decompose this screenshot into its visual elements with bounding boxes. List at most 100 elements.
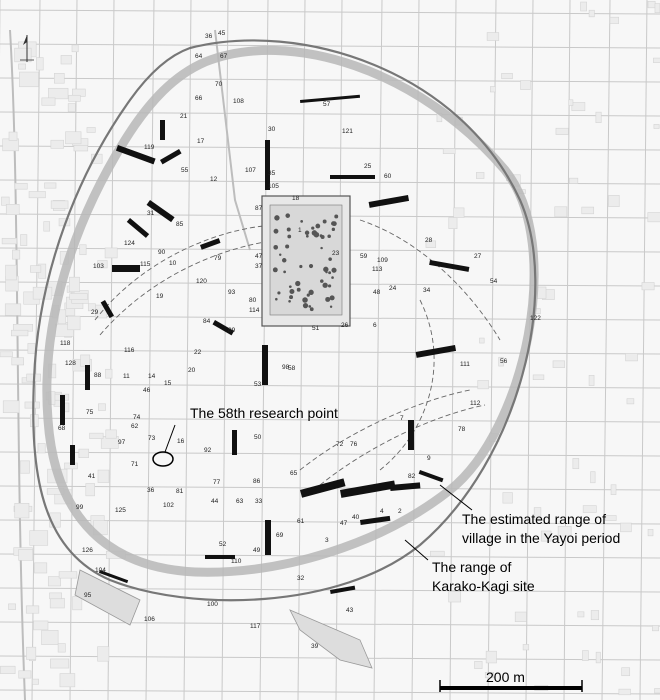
building-block <box>653 124 660 129</box>
research-point-label: 59 <box>360 253 368 260</box>
pit-feature <box>322 219 327 224</box>
street-line <box>0 519 660 525</box>
building-block <box>85 483 95 497</box>
research-point-label: 19 <box>156 293 164 300</box>
pit-feature <box>295 280 301 287</box>
building-block <box>33 620 49 631</box>
building-block <box>604 515 617 521</box>
scale-bar-label: 200 m <box>486 669 525 685</box>
building-block <box>67 103 76 112</box>
research-point-label: 15 <box>164 380 172 387</box>
building-block <box>609 16 619 24</box>
building-block <box>608 195 620 207</box>
scale-bar: 200 m <box>439 669 583 692</box>
pit-feature <box>315 223 321 229</box>
building-block <box>36 57 44 71</box>
building-block <box>555 127 569 135</box>
excavation-trench <box>330 175 375 179</box>
excavation-trench <box>330 585 356 594</box>
pit-feature <box>299 264 303 269</box>
building-block <box>0 351 13 358</box>
building-block <box>69 276 80 292</box>
moat-line <box>319 404 486 486</box>
excavation-trench <box>390 482 421 491</box>
research-point-label: 63 <box>236 498 244 505</box>
excavation-trench <box>112 265 140 272</box>
building-block <box>537 286 547 299</box>
research-point-label: 31 <box>147 210 155 217</box>
research-point-label: 1 <box>298 227 302 234</box>
excavation-trench <box>212 320 235 336</box>
pit-feature <box>288 299 291 303</box>
research-point-label: 72 <box>336 441 344 448</box>
research-point-label: 76 <box>350 441 358 448</box>
research-point-label: 27 <box>474 253 482 260</box>
research-point-label: 71 <box>131 461 139 468</box>
building-block <box>588 375 595 386</box>
building-block <box>2 400 20 414</box>
building-block <box>0 665 16 674</box>
research-point-label: 97 <box>118 439 126 446</box>
excavation-trench <box>360 515 391 525</box>
research-point-label: 33 <box>255 498 263 505</box>
research-point-label: 115 <box>140 261 151 268</box>
building-block <box>582 505 597 513</box>
excavation-trench <box>340 480 396 498</box>
building-block <box>625 353 638 362</box>
research-point-label: 112 <box>470 400 481 407</box>
river-channel <box>289 609 373 669</box>
pit-feature <box>272 267 278 273</box>
building-block <box>26 646 37 660</box>
research-point-label: 26 <box>341 322 349 329</box>
building-block <box>522 644 530 651</box>
building-block <box>498 356 504 367</box>
research-point-label: 29 <box>91 309 99 316</box>
research-point-label: 119 <box>144 144 155 151</box>
building-block <box>4 303 22 316</box>
research-point-label: 10 <box>169 260 177 267</box>
building-block <box>41 630 59 645</box>
pit-feature <box>283 270 287 274</box>
research-point-label: 92 <box>204 447 212 454</box>
building-block <box>572 458 580 470</box>
building-block <box>67 315 81 331</box>
street-line <box>0 417 660 423</box>
research-point-label: 86 <box>253 478 261 485</box>
research-point-label: 25 <box>364 163 372 170</box>
research-point-label: 78 <box>458 426 466 433</box>
research-point-label: 23 <box>332 250 340 257</box>
building-block <box>430 550 445 557</box>
building-block <box>477 380 489 390</box>
building-block <box>97 469 110 483</box>
building-block <box>448 591 462 603</box>
moat-line <box>299 389 471 471</box>
research-point-label: 90 <box>158 249 166 256</box>
building-block <box>43 221 51 232</box>
building-block <box>588 9 595 18</box>
building-block <box>49 597 65 609</box>
research-point-leader <box>164 424 176 453</box>
building-block <box>590 471 596 484</box>
research-point-label: 89 <box>228 327 236 334</box>
research-point-label: 65 <box>290 470 298 477</box>
building-block <box>595 111 602 123</box>
building-block <box>27 343 36 354</box>
building-block <box>581 206 595 215</box>
site-range-callout-line2: Karako-Kagi site <box>432 578 535 594</box>
building-block <box>14 182 28 190</box>
pit-feature <box>320 279 324 283</box>
research-point-label: 108 <box>233 98 244 105</box>
building-block <box>97 260 108 269</box>
pit-feature <box>329 305 333 308</box>
pit-feature <box>313 231 320 238</box>
research-point-label: 88 <box>94 372 102 379</box>
research-point-label: 75 <box>86 409 94 416</box>
excavation-trench <box>368 195 410 208</box>
pit-feature <box>285 244 290 249</box>
pit-feature <box>277 291 281 295</box>
pit-feature <box>309 307 314 312</box>
research-point-label: 58 <box>288 365 296 372</box>
research-point-label: 36 <box>205 33 213 40</box>
building-block <box>580 1 587 12</box>
